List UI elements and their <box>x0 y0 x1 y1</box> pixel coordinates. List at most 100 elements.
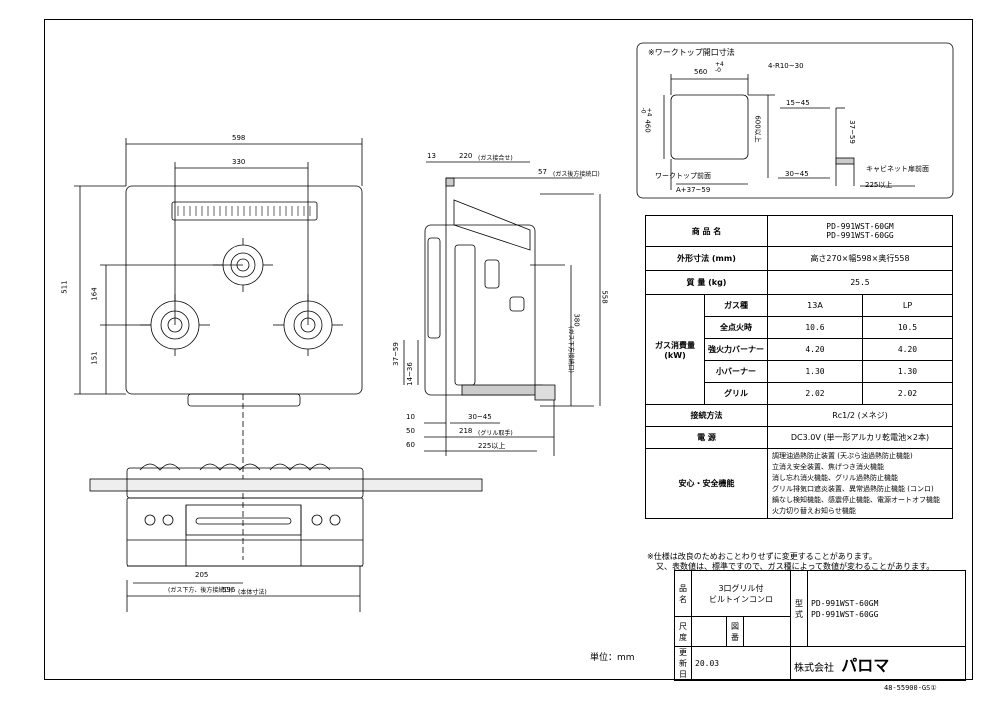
tb-name-line: 3口グリル付 <box>718 583 764 593</box>
side-dim-13: 13 <box>427 152 436 160</box>
spec-dims-label: 外形寸法 (mm) <box>645 246 768 271</box>
tb-change-value: 20.03 <box>691 646 791 681</box>
side-dim-57-note: (ガス後方接続口) <box>553 171 600 178</box>
spec-dims-value: 高さ270×幅598×奥行558 <box>767 246 953 271</box>
cooktop-outline <box>125 185 363 395</box>
spec-power-label: 電 源 <box>645 426 768 449</box>
cutout-title: ※ワークトップ開口寸法 <box>648 48 735 57</box>
spec-row-13a: 4.20 <box>767 338 863 361</box>
safety-line: 調理油過熱防止装置 (天ぷら油過熱防止機能) <box>772 451 913 460</box>
spec-row-label: 全点火時 <box>704 316 768 339</box>
cutout-dim-460: 460 <box>643 119 652 133</box>
dim-596-note: (本体寸法) <box>238 589 267 596</box>
tb-scale-label: 尺 度 <box>674 616 692 647</box>
safety-line: グリル排気口遮炎装置、異常過熱防止機能 (コンロ) <box>772 484 934 493</box>
tb-name-line: ビルトインコンロ <box>709 594 773 604</box>
cutout-dim-600: 600以上 <box>753 115 762 143</box>
product-name-2: PD-991WST-60GG <box>826 231 894 240</box>
side-dim-60: 60 <box>406 441 415 449</box>
tb-change-label: 更新日 <box>674 646 692 681</box>
spec-gas-lp: LP <box>862 294 953 317</box>
side-dim-218: 218 <box>459 427 473 435</box>
cutout-dim-560: 560 <box>694 68 708 76</box>
cutout-dim-30-45: 30~45 <box>785 170 809 178</box>
cutout-label-cabinet: キャビネット扉前面 <box>866 165 929 173</box>
exhaust-vent <box>171 201 318 221</box>
safety-line: 鍋なし検知機能、感震停止機能、電源オートオフ機能 <box>772 495 940 504</box>
note-2: 又、表数値は、標準ですので、ガス種によって数値が変わることがあります。 <box>656 562 935 571</box>
tb-type-values: PD-991WST-60GM PD-991WST-60GG <box>807 570 966 647</box>
spec-row-label: 強火力バーナー <box>704 338 768 361</box>
tb-type-line: PD-991WST-60GM <box>811 598 879 608</box>
spec-row-13a: 2.02 <box>767 382 863 405</box>
spec-conn-label: 接続方法 <box>645 404 768 427</box>
side-dim-10: 10 <box>406 413 415 421</box>
dim-height: 511 <box>60 280 69 294</box>
cutout-dim-225: 225以上 <box>865 181 893 189</box>
cutout-radius: 4-R10~30 <box>768 62 804 70</box>
tb-company: 株式会社 パロマ <box>790 646 966 681</box>
dim-width: 598 <box>232 134 246 142</box>
spec-row-13a: 1.30 <box>767 360 863 383</box>
doc-number: 48-55900-GS① <box>884 684 937 692</box>
side-dim-225: 225以上 <box>478 442 506 450</box>
spec-conn-value: Rc1/2 (メネジ) <box>767 404 953 427</box>
cutout-dim-15-45: 15~45 <box>786 99 810 107</box>
spec-row-lp: 2.02 <box>862 382 953 405</box>
unit-label: 単位：mm <box>590 653 635 663</box>
safety-line: 火力切り替えお知らせ機能 <box>772 506 856 515</box>
cutout-formula: A+37~59 <box>676 186 711 194</box>
dim-inner: 330 <box>232 158 246 166</box>
side-dim-380: 380 <box>572 313 581 327</box>
dim-205-note: (ガス下方、後方接続口) <box>168 587 233 594</box>
dim-151: 151 <box>90 351 99 365</box>
note-1: ※仕様は改良のためおことわりせずに変更することがあります。 <box>647 552 877 561</box>
cutout-tol-460: +4 -0 <box>639 107 653 117</box>
side-dim-37-59: 37~59 <box>391 342 400 366</box>
spec-product-names: PD-991WST-60GM PD-991WST-60GG <box>767 215 953 247</box>
tb-drawing-label: 図 番 <box>726 616 744 647</box>
side-dim-14-36: 14~36 <box>405 362 414 386</box>
tb-company-label: 株式会社 <box>794 662 834 674</box>
cutout-tol-560: +4 -0 <box>715 61 724 74</box>
spec-row-lp: 10.5 <box>862 316 953 339</box>
dim-596: 596 <box>222 586 236 594</box>
cutout-label-front: ワークトップ前面 <box>655 172 711 180</box>
safety-line: 立消え安全装置、焦げつき消火機能 <box>772 462 884 471</box>
spec-gas-13a: 13A <box>767 294 863 317</box>
tb-name-value: 3口グリル付 ビルトインコンロ <box>691 570 791 617</box>
product-name-1: PD-991WST-60GM <box>826 222 894 231</box>
safety-line: 消し忘れ消火機能、グリル過熱防止機能 <box>772 473 898 482</box>
side-dim-50: 50 <box>406 427 415 435</box>
spec-table: 商 品 名 PD-991WST-60GM PD-991WST-60GG 外形寸法… <box>645 215 953 519</box>
spec-row-13a: 10.6 <box>767 316 863 339</box>
spec-gas-type-label: ガス種 <box>704 294 768 317</box>
side-dim-220: 220 <box>459 152 473 160</box>
spec-mass-label: 質 量 (kg) <box>645 270 768 295</box>
side-dim-30-45: 30~45 <box>468 413 492 421</box>
side-dim-218-note: (グリル取手) <box>478 430 513 437</box>
spec-row-label: 小バーナー <box>704 360 768 383</box>
spec-row-lp: 1.30 <box>862 360 953 383</box>
spec-row-label: グリル <box>704 382 768 405</box>
title-block: 品 名 3口グリル付 ビルトインコンロ 型 式 PD-991WST-60GM P… <box>674 570 966 681</box>
side-dim-558: 558 <box>600 290 609 304</box>
spec-mass-value: 25.5 <box>767 270 953 295</box>
brand-logo: パロマ <box>841 655 890 675</box>
spec-power-value: DC3.0V (単一形アルカリ乾電池×2本) <box>767 426 953 449</box>
spec-row-lp: 4.20 <box>862 338 953 361</box>
drawing-frame <box>44 19 973 680</box>
side-dim-220-note: (ガス接合せ) <box>478 155 513 162</box>
dim-164: 164 <box>90 287 99 301</box>
side-dim-380-note: (ガス下方接続口) <box>566 326 574 373</box>
spec-product-label: 商 品 名 <box>645 215 768 247</box>
tb-type-line: PD-991WST-60GG <box>811 609 879 619</box>
side-dim-57: 57 <box>538 168 547 176</box>
dim-205: 205 <box>195 571 209 579</box>
tb-name-label: 品 名 <box>674 570 692 617</box>
spec-safety-label: 安心・安全機能 <box>645 448 768 519</box>
tb-type-label: 型 式 <box>790 570 808 647</box>
spec-safety-list: 調理油過熱防止装置 (天ぷら油過熱防止機能) 立消え安全装置、焦げつき消火機能 … <box>767 448 953 519</box>
spec-gas-label: ガス消費量 (kW) <box>645 294 705 405</box>
